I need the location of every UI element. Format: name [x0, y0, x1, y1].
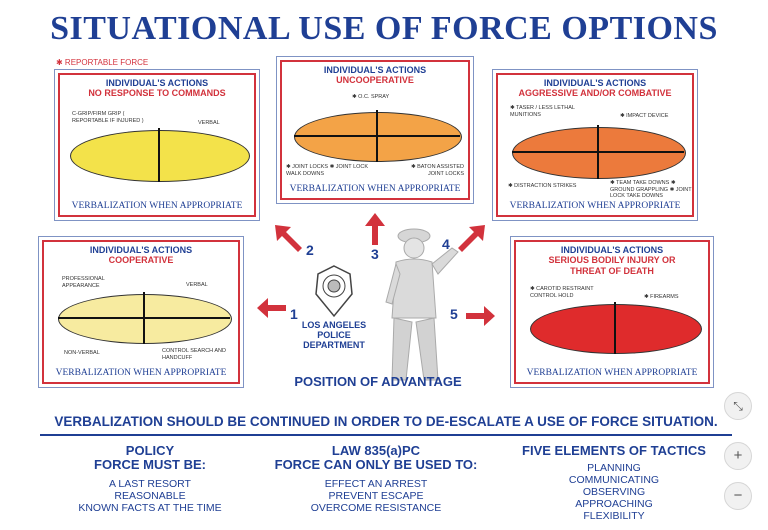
card-deadly-force: INDIVIDUAL'S ACTIONS SERIOUS BODILY INJU… [510, 236, 714, 388]
tactics-item: PLANNING [587, 462, 641, 474]
label-c-grip: C-GRIP/FIRM GRIP ( REPORTABLE IF INJURED… [72, 111, 144, 124]
policy-item: A LAST RESORT [109, 478, 191, 490]
label-non-verbal: NON-VERBAL [64, 350, 100, 356]
divider-line [40, 434, 732, 436]
department-name: LOS ANGELES POLICE DEPARTMENT [301, 320, 367, 350]
label-verbal: VERBAL [198, 120, 220, 126]
deescalation-statement: VERBALIZATION SHOULD BE CONTINUED IN ORD… [54, 414, 718, 429]
verbalization-text: VERBALIZATION WHEN APPROPRIATE [509, 201, 681, 211]
force-ellipse [512, 127, 686, 179]
card-subheading: AGGRESSIVE AND/OR COMBATIVE [518, 88, 672, 98]
label-baton: ✱ BATON ASSISTED JOINT LOCKS [410, 164, 464, 177]
label-distraction: ✱ DISTRACTION STRIKES [508, 183, 577, 189]
label-carotid: ✱ CAROTID RESTRAINT CONTROL HOLD [530, 286, 594, 299]
label-verbal: VERBAL [186, 282, 208, 288]
label-taser: ✱ TASER / LESS LETHAL MUNITIONS [510, 105, 575, 118]
law-item: OVERCOME RESISTANCE [310, 502, 442, 514]
officer-figure-icon [385, 228, 459, 381]
law-item: PREVENT ESCAPE [328, 490, 424, 502]
tactics-item: FLEXIBILITY [583, 510, 645, 522]
arrow-5-icon [466, 306, 495, 326]
card-cooperative: INDIVIDUAL'S ACTIONS COOPERATIVE PROFESS… [38, 236, 244, 388]
arrow-4-icon [458, 225, 485, 252]
policy-subheading: FORCE MUST BE: [94, 457, 206, 472]
ellipse-divider [597, 125, 599, 179]
verbalization-text: VERBALIZATION WHEN APPROPRIATE [526, 368, 698, 378]
ellipse-divider [158, 128, 160, 182]
label-oc-spray: ✱ O.C. SPRAY [352, 94, 390, 100]
force-ellipse [530, 304, 702, 354]
reportable-force-legend: ✱ REPORTABLE FORCE [56, 58, 149, 67]
verbalization-text: VERBALIZATION WHEN APPROPRIATE [289, 184, 461, 194]
card-subheading: COOPERATIVE [108, 255, 174, 265]
tactics-column: FIVE ELEMENTS OF TACTICS PLANNING COMMUN… [510, 443, 718, 523]
tactics-item: APPROACHING [575, 498, 653, 510]
law-subheading: FORCE CAN ONLY BE USED TO: [274, 457, 478, 472]
arrow-1-icon [257, 298, 286, 318]
position-of-advantage: POSITION OF ADVANTAGE [294, 374, 462, 389]
law-column: LAW 835(a)PC FORCE CAN ONLY BE USED TO: … [266, 443, 486, 515]
policy-column: POLICY FORCE MUST BE: A LAST RESORT REAS… [60, 443, 240, 515]
card-subheading: NO RESPONSE TO COMMANDS [88, 88, 226, 98]
tactics-item: OBSERVING [582, 486, 646, 498]
ellipse-divider [614, 302, 616, 354]
law-item: EFFECT AN ARREST [324, 478, 428, 490]
zoom-out-button[interactable]: − [724, 482, 752, 510]
label-takedowns: ✱ TEAM TAKE DOWNS ✱ GROUND GRAPPLING ✱ J… [610, 180, 692, 199]
card-uncooperative: INDIVIDUAL'S ACTIONS UNCOOPERATIVE ✱ O.C… [276, 56, 474, 204]
label-appearance: PROFESSIONAL APPEARANCE [62, 276, 105, 289]
card-heading: INDIVIDUAL'S ACTIONS [560, 245, 664, 255]
arrow-number-2: 2 [306, 242, 314, 258]
label-firearms: ✱ FIREARMS [644, 294, 679, 300]
ellipse-divider [376, 110, 378, 162]
policy-heading: POLICY [125, 443, 175, 458]
arrow-number-4: 4 [442, 236, 450, 252]
arrow-2-icon [275, 225, 302, 252]
page-title: SITUATIONAL USE OF FORCE OPTIONS [50, 10, 718, 47]
card-no-response: INDIVIDUAL'S ACTIONS NO RESPONSE TO COMM… [54, 69, 260, 221]
label-impact-device: ✱ IMPACT DEVICE [620, 113, 669, 119]
fit-screen-button[interactable]: ⤡ [724, 392, 752, 420]
tactics-item: COMMUNICATING [568, 474, 660, 486]
card-heading: INDIVIDUAL'S ACTIONS [323, 65, 427, 75]
law-heading: LAW 835(a)PC [331, 443, 421, 458]
verbalization-text: VERBALIZATION WHEN APPROPRIATE [55, 368, 227, 378]
zoom-in-button[interactable]: + [724, 442, 752, 470]
label-control-search: CONTROL SEARCH AND HANDCUFF [162, 348, 226, 361]
force-ellipse [294, 112, 462, 162]
force-ellipse [70, 130, 250, 182]
card-heading: INDIVIDUAL'S ACTIONS [105, 78, 209, 88]
policy-item: KNOWN FACTS AT THE TIME [78, 502, 222, 514]
verbalization-text: VERBALIZATION WHEN APPROPRIATE [71, 201, 243, 211]
card-aggressive: INDIVIDUAL'S ACTIONS AGGRESSIVE AND/OR C… [492, 69, 698, 221]
tactics-heading: FIVE ELEMENTS OF TACTICS [522, 443, 706, 458]
arrow-number-3: 3 [371, 246, 379, 262]
ellipse-divider [143, 292, 145, 344]
card-heading: INDIVIDUAL'S ACTIONS [543, 78, 647, 88]
card-heading: INDIVIDUAL'S ACTIONS [89, 245, 193, 255]
lapd-badge-icon [315, 265, 353, 318]
label-joint-locks: ✱ JOINT LOCKS ✱ JOINT LOCK WALK DOWNS [286, 164, 369, 177]
arrow-number-5: 5 [450, 306, 458, 322]
arrow-3-icon [365, 213, 385, 245]
arrow-number-1: 1 [290, 306, 298, 322]
card-subheading: UNCOOPERATIVE [336, 75, 414, 85]
force-ellipse [58, 294, 232, 344]
policy-item: REASONABLE [114, 490, 186, 502]
card-subheading: SERIOUS BODILY INJURY OR THREAT OF DEATH [548, 255, 676, 276]
